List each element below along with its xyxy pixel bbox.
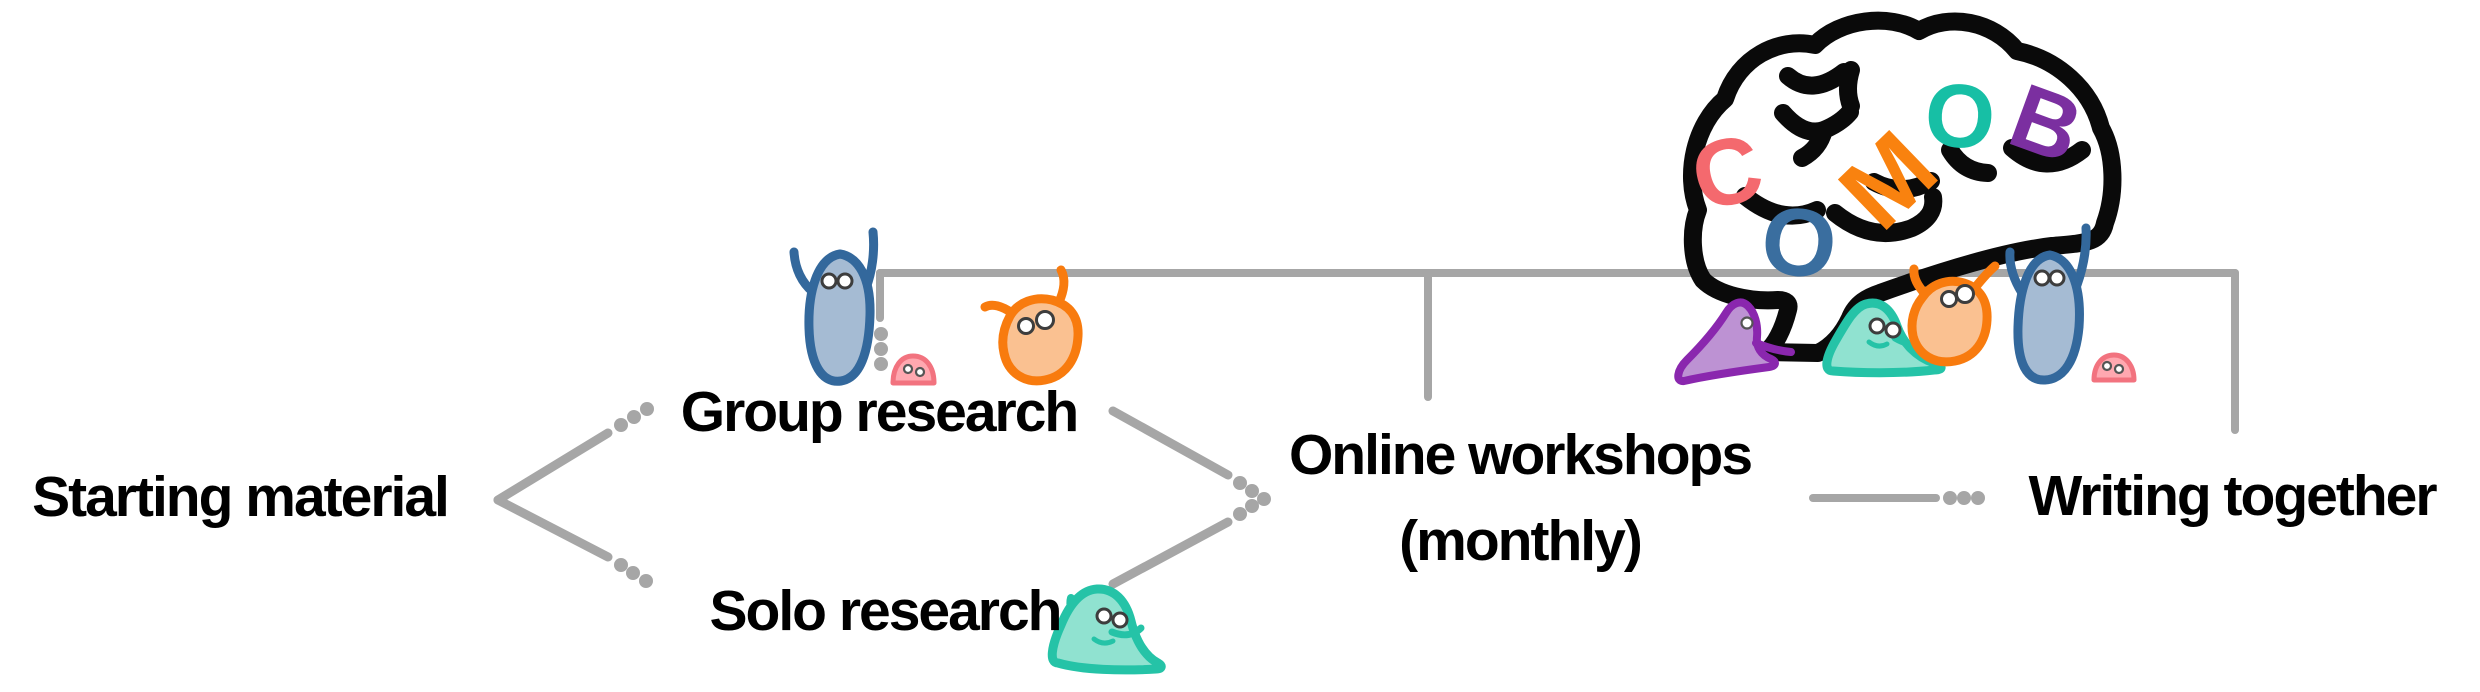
teal-cell-eye: [1868, 317, 1886, 335]
blue-cell-eye: [2033, 269, 2051, 287]
pink-cell-eye: [914, 366, 926, 378]
teal-cell-arm: [1108, 624, 1145, 639]
node-solo-research: Solo research: [709, 579, 1062, 643]
teal-cell-eye: [1884, 321, 1902, 339]
pink-cell-brain-icon: [2091, 352, 2137, 383]
teal-cell-smile: [1866, 339, 1890, 349]
pink-cell-body: [890, 353, 937, 386]
orange-cell-eye: [1035, 310, 1055, 330]
orange-cell-brain-icon: [1907, 261, 2000, 367]
solo-to-workshops-line: [1108, 517, 1233, 589]
pink-cell-body: [2091, 352, 2137, 383]
pink-cell-eye: [2101, 360, 2113, 372]
orange-cell-left-icon: [980, 265, 1083, 386]
orange-cell-antenna: [1054, 265, 1069, 307]
connector-dots: [614, 327, 1985, 588]
logo-letter-o1: O: [1756, 186, 1841, 300]
blue-cell-eye: [836, 272, 854, 290]
orange-cell-eye: [1940, 290, 1958, 308]
logo-letter-o2: O: [1922, 65, 1999, 170]
pink-cell-eye: [2113, 363, 2125, 375]
blue-cell-body: [804, 249, 875, 386]
fork-upper-line: [493, 428, 613, 505]
node-group-research: Group research: [680, 380, 1079, 444]
group-to-workshops-line: [1108, 406, 1233, 480]
blue-cell-eye: [2048, 269, 2066, 287]
purple-slug-icon: [1674, 298, 1795, 385]
blue-cell-eye: [820, 272, 838, 290]
teal-cell-brain-icon: [1822, 298, 1946, 378]
orange-cell-body: [998, 294, 1083, 386]
pink-cell-left-icon: [890, 353, 937, 386]
node-starting-material: Starting material: [32, 465, 450, 529]
node-online-workshops-line1: Online workshops: [1288, 423, 1753, 487]
logo-letter-b: B: [1997, 65, 2094, 184]
orange-cell-eye: [1955, 284, 1975, 304]
teal-cell-body: [1047, 584, 1166, 675]
blue-cell-left-icon: [789, 227, 879, 386]
node-online-workshops: Online workshops (monthly): [1288, 412, 1753, 584]
pink-cell-eye: [902, 363, 914, 375]
purple-slug-eye: [1740, 316, 1754, 330]
fork-lower-line: [493, 495, 613, 562]
blue-cell-body: [2013, 250, 2084, 385]
node-online-workshops-line2: (monthly): [1399, 509, 1643, 573]
orange-cell-eye: [1017, 317, 1035, 335]
node-writing-together: Writing together: [2028, 464, 2437, 528]
teal-cell-solo-icon: [1047, 584, 1166, 675]
blue-cell-brain-icon: [2005, 223, 2091, 385]
brain-folds: [1736, 61, 2091, 242]
teal-cell-eye: [1095, 607, 1113, 625]
purple-slug-arm: [1752, 339, 1795, 356]
brain-outline: [1683, 11, 2122, 362]
teal-cell-eye: [1111, 611, 1129, 629]
teal-cell-smile: [1091, 636, 1116, 646]
